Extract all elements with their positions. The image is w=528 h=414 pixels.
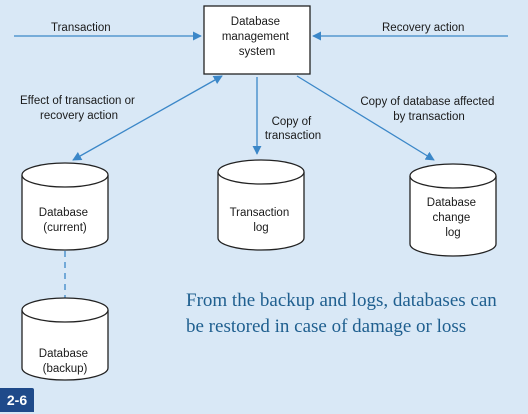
database-backup-cylinder — [21, 297, 109, 381]
change-log-label: Database change log — [427, 197, 479, 239]
copy-database-label: Copy of database affected by transaction — [360, 96, 497, 123]
transaction-label: Transaction — [51, 22, 111, 34]
effect-arrow — [72, 75, 223, 161]
figure-badge: 2-6 — [0, 388, 34, 412]
effect-label: Effect of transaction or recovery action — [20, 95, 138, 122]
database-current-label: Database (current) — [39, 207, 91, 234]
transaction-log-cylinder — [217, 159, 305, 251]
copy-database-arrow — [296, 75, 435, 161]
change-log-cylinder — [409, 163, 497, 257]
dbms-box — [203, 5, 311, 75]
database-backup-label: Database (backup) — [39, 348, 91, 375]
transaction-log-label: Transaction log — [230, 207, 293, 234]
database-current-cylinder — [21, 162, 109, 251]
dbms-label: Database management system — [222, 16, 292, 58]
recovery-action-label: Recovery action — [382, 22, 464, 34]
restore-note: From the backup and logs, databases can … — [186, 290, 497, 337]
copy-transaction-label: Copy of transaction — [265, 116, 321, 142]
